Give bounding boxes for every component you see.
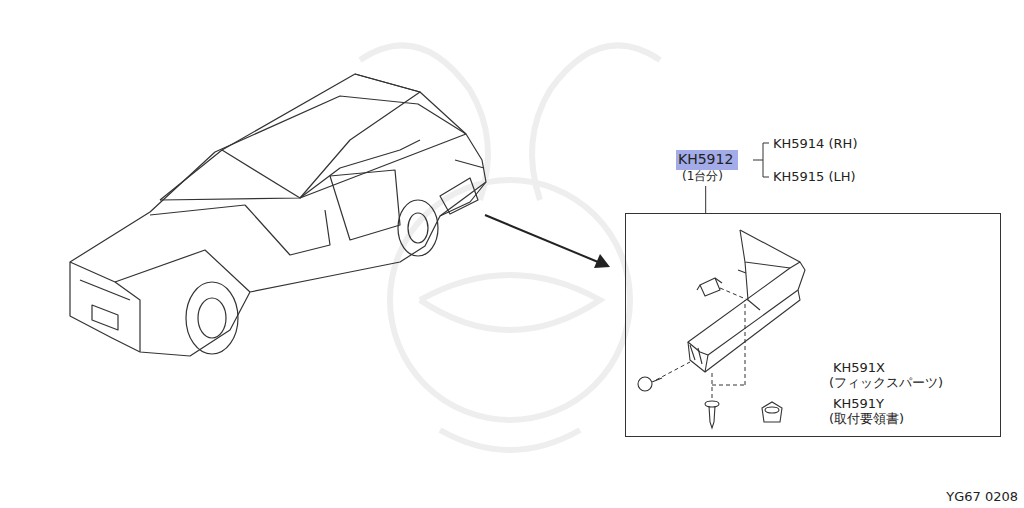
part-number: KH5914 (RH) — [773, 136, 857, 152]
part-number-tag: KH5912(1台分) — [678, 150, 733, 184]
car-drawing — [70, 74, 486, 356]
highlight — [676, 150, 738, 170]
part-number: KH591X — [833, 360, 885, 376]
part-number: KH5915 (LH) — [773, 169, 856, 185]
part-note: (取付要領書) — [829, 411, 904, 427]
part-note: (フィックスパーツ) — [829, 375, 943, 391]
fasteners — [638, 377, 782, 428]
figure-code: YG67 0208 — [946, 489, 1018, 505]
pointer-arrow — [485, 215, 610, 268]
leader-lines — [656, 288, 748, 398]
part-note: (1台分) — [682, 169, 733, 184]
part-number: KH591Y — [833, 396, 884, 412]
part-number: KH5912 — [678, 150, 733, 169]
bracket — [753, 143, 769, 177]
watermark — [360, 45, 660, 450]
spoiler-part — [688, 230, 805, 372]
detail-frame: KH591X(フィックスパーツ) KH591Y(取付要領書) — [625, 213, 1001, 437]
leader-line — [705, 186, 706, 213]
